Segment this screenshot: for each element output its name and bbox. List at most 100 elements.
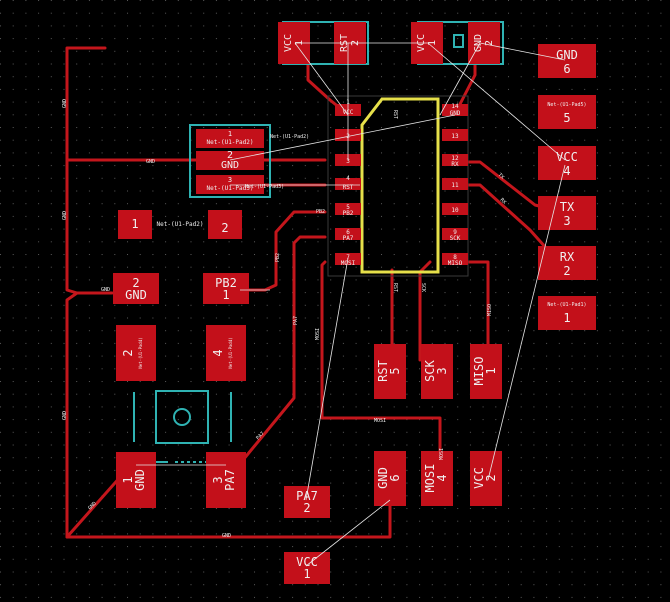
net-label-gnd-3: GND: [222, 533, 231, 539]
net-label-gnd-diag: GND: [87, 501, 98, 512]
c2-vcc-label: VCC: [416, 34, 427, 52]
net-label-mosi: MOSI: [315, 328, 321, 340]
net-label-mosi-2: MOSI: [374, 418, 386, 424]
rx2-num: 2: [563, 264, 570, 278]
r2-num: 2: [221, 221, 228, 235]
net-label-gnd-v3: GND: [62, 411, 68, 420]
pad-btn-2[interactable]: [116, 325, 156, 381]
net-label-pa7: PA7: [293, 316, 299, 325]
net-label-rst: RST: [392, 283, 398, 292]
ic-pin12-num: 12: [451, 155, 459, 162]
gnd6-label: GND: [556, 48, 578, 62]
cap2-silk-mark: [453, 34, 464, 48]
vcc4-label: VCC: [556, 150, 578, 164]
gnd6b-num: 6: [388, 474, 402, 481]
pad-vcc4[interactable]: [538, 146, 596, 180]
r1-num: 1: [131, 217, 138, 231]
rst5-label: RST: [376, 360, 390, 382]
button-body: [155, 390, 209, 444]
ic-pin10-num: 10: [451, 207, 459, 214]
pad-ic-14: [442, 104, 468, 116]
c-vcc-label: VCC: [283, 34, 294, 52]
vcc2-label: VCC: [472, 467, 486, 489]
pad-ic-9: [442, 228, 468, 240]
pad-miso1[interactable]: [470, 344, 502, 399]
track-rx: [466, 183, 557, 260]
pad-gnd2[interactable]: [113, 273, 159, 304]
pb2-num: 1: [222, 288, 229, 302]
net-label-gnd-v2: GND: [62, 211, 68, 220]
ic-pin7-name: MOSI: [341, 260, 356, 267]
pad-ic-5: [335, 203, 361, 215]
track-gnd-left: [65, 46, 392, 539]
pad-p5[interactable]: [538, 95, 596, 129]
pad-tx3[interactable]: [538, 196, 596, 230]
btn2-num: 2: [121, 349, 135, 356]
pad-btn-3[interactable]: [206, 452, 246, 508]
tx3-label: TX: [560, 200, 575, 214]
vcc4-num: 4: [563, 164, 570, 178]
net-label-mosi-3: MOSI: [439, 448, 445, 460]
ic-pin14-name: GND: [450, 110, 461, 117]
ratsnest: [136, 42, 566, 567]
rat-12: [305, 499, 391, 567]
c2-gnd-num: 2: [484, 40, 495, 46]
gnd2-num: 2: [132, 276, 139, 290]
sck3-num: 3: [435, 367, 449, 374]
pad-sw-3[interactable]: [196, 175, 264, 194]
net-label-pb2-1: PB2: [316, 209, 325, 215]
pad-sw-2[interactable]: [196, 151, 264, 170]
btn2-net: Net-(U1-Pad4): [138, 337, 143, 368]
btn3-pa7: PA7: [223, 469, 237, 491]
pad-mosi4[interactable]: [421, 451, 453, 506]
sw1-num: 1: [228, 130, 232, 138]
miso1-num: 1: [484, 367, 498, 374]
pad-pa7-2[interactable]: [284, 486, 330, 518]
net-label-sck: SCK: [420, 283, 426, 292]
c-rst-num: 2: [350, 40, 361, 46]
ic-pin8-num: 8: [453, 254, 457, 261]
vcc1-num: 1: [303, 567, 310, 581]
pad-ic-12: [442, 154, 468, 166]
rst5-num: 5: [388, 367, 402, 374]
ic-pin7-num: 7: [346, 254, 350, 261]
rx2-label: RX: [560, 250, 575, 264]
sw3-num: 3: [228, 176, 232, 184]
net-label-gnd-v1: GND: [62, 99, 68, 108]
pad-gnd6[interactable]: [538, 44, 596, 78]
pad-pb2[interactable]: [203, 273, 249, 304]
ic-courtyard: [360, 97, 440, 274]
ic-pin1-num: 1: [346, 99, 350, 106]
ic-pin6-name: PA7: [343, 235, 354, 242]
pad-rst5[interactable]: [374, 344, 406, 399]
sw2-num: 2: [227, 150, 233, 161]
btn1-gnd: GND: [133, 469, 147, 491]
pad-btn-4[interactable]: [206, 325, 246, 381]
pad-sw-1[interactable]: [196, 129, 264, 148]
pad-rx2[interactable]: [538, 246, 596, 280]
ic-pin6-num: 6: [346, 229, 350, 236]
net-label-pa7-2: PA7: [255, 431, 266, 442]
pad-btn-1[interactable]: [116, 452, 156, 508]
ic-pin3-num: 3: [346, 158, 350, 165]
net-label-rx: RX: [499, 197, 508, 206]
pa7-2-label: PA7: [296, 489, 318, 503]
pad-vcc1[interactable]: [284, 552, 330, 584]
pad-gnd6b[interactable]: [374, 451, 406, 506]
pad-vcc2[interactable]: [470, 451, 502, 506]
c2-vcc-num: 1: [427, 40, 438, 46]
pad-ic-8: [442, 253, 468, 265]
pad-c2-gnd[interactable]: [468, 22, 500, 64]
net-label-pad3: Net-(U1-Pad3): [245, 184, 284, 190]
ic-pin5-num: 5: [346, 204, 350, 211]
net-label-rst-top: RST: [392, 110, 398, 119]
pad-p1[interactable]: [538, 296, 596, 330]
pad-r-1[interactable]: [118, 210, 152, 239]
track-pa7: [241, 235, 327, 462]
gnd6b-label: GND: [376, 467, 390, 489]
ic-pin12-name: RX: [451, 161, 459, 168]
pad-sck3[interactable]: [421, 344, 453, 399]
r-net: Net-(U1-Pad2): [157, 221, 204, 228]
pad-r-2[interactable]: [208, 210, 242, 239]
ic-pin9-num: 9: [453, 229, 457, 236]
